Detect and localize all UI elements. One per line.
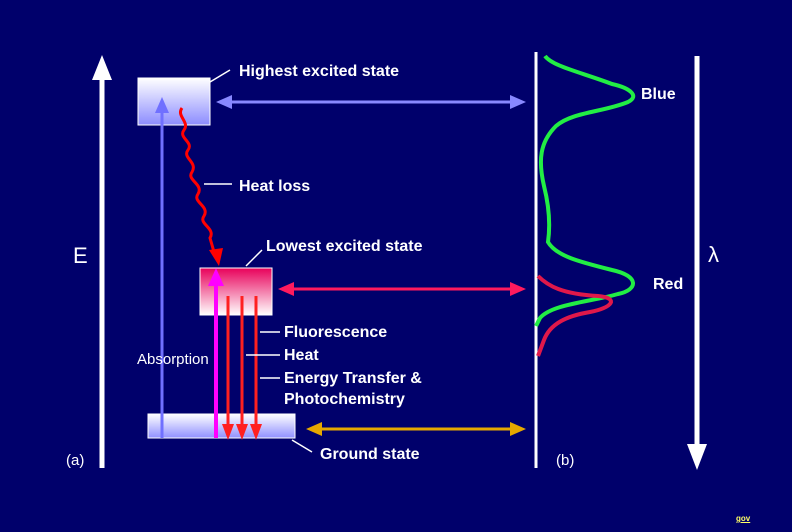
absorption-spectrum-curve <box>534 54 636 327</box>
highest-excited-state-box <box>137 77 211 126</box>
energy-axis <box>92 55 112 468</box>
emission-spectrum-curve <box>536 274 613 357</box>
heat-arrow <box>236 296 248 440</box>
lowest-excited-state-box <box>199 267 273 316</box>
absorption-label: Absorption <box>137 351 209 368</box>
fluorescence-up-arrow <box>208 268 224 438</box>
red-link-arrow <box>278 282 526 296</box>
red-band-label: Red <box>653 276 684 293</box>
wavelength-axis-label: λ <box>708 242 719 267</box>
energy-transfer-label: Energy Transfer & <box>284 370 422 387</box>
absorption-arrow <box>155 97 169 438</box>
leader-lines <box>204 69 313 453</box>
heat-label: Heat <box>284 347 319 364</box>
wavelength-axis <box>687 56 707 470</box>
heat-loss-label: Heat loss <box>239 178 311 195</box>
energy-transfer-arrow <box>250 296 262 440</box>
photochemistry-label: Photochemistry <box>284 391 405 408</box>
ground-state-label: Ground state <box>320 446 420 463</box>
ground-state-box <box>147 413 296 439</box>
panel-b-label: (b) <box>556 452 575 469</box>
fluorescence-label: Fluorescence <box>284 324 388 341</box>
fluorescence-arrow <box>222 296 234 440</box>
blue-link-arrow <box>216 95 526 109</box>
lowest-excited-state-label: Lowest excited state <box>266 238 423 255</box>
ground-link-arrow <box>306 422 526 436</box>
heat-loss-arrow <box>179 107 223 266</box>
energy-axis-label: E <box>73 243 88 268</box>
panel-a-label: (a) <box>66 452 85 469</box>
highest-excited-state-label: Highest excited state <box>239 63 400 80</box>
blue-band-label: Blue <box>641 86 676 103</box>
corner-mark: gov <box>736 514 751 523</box>
